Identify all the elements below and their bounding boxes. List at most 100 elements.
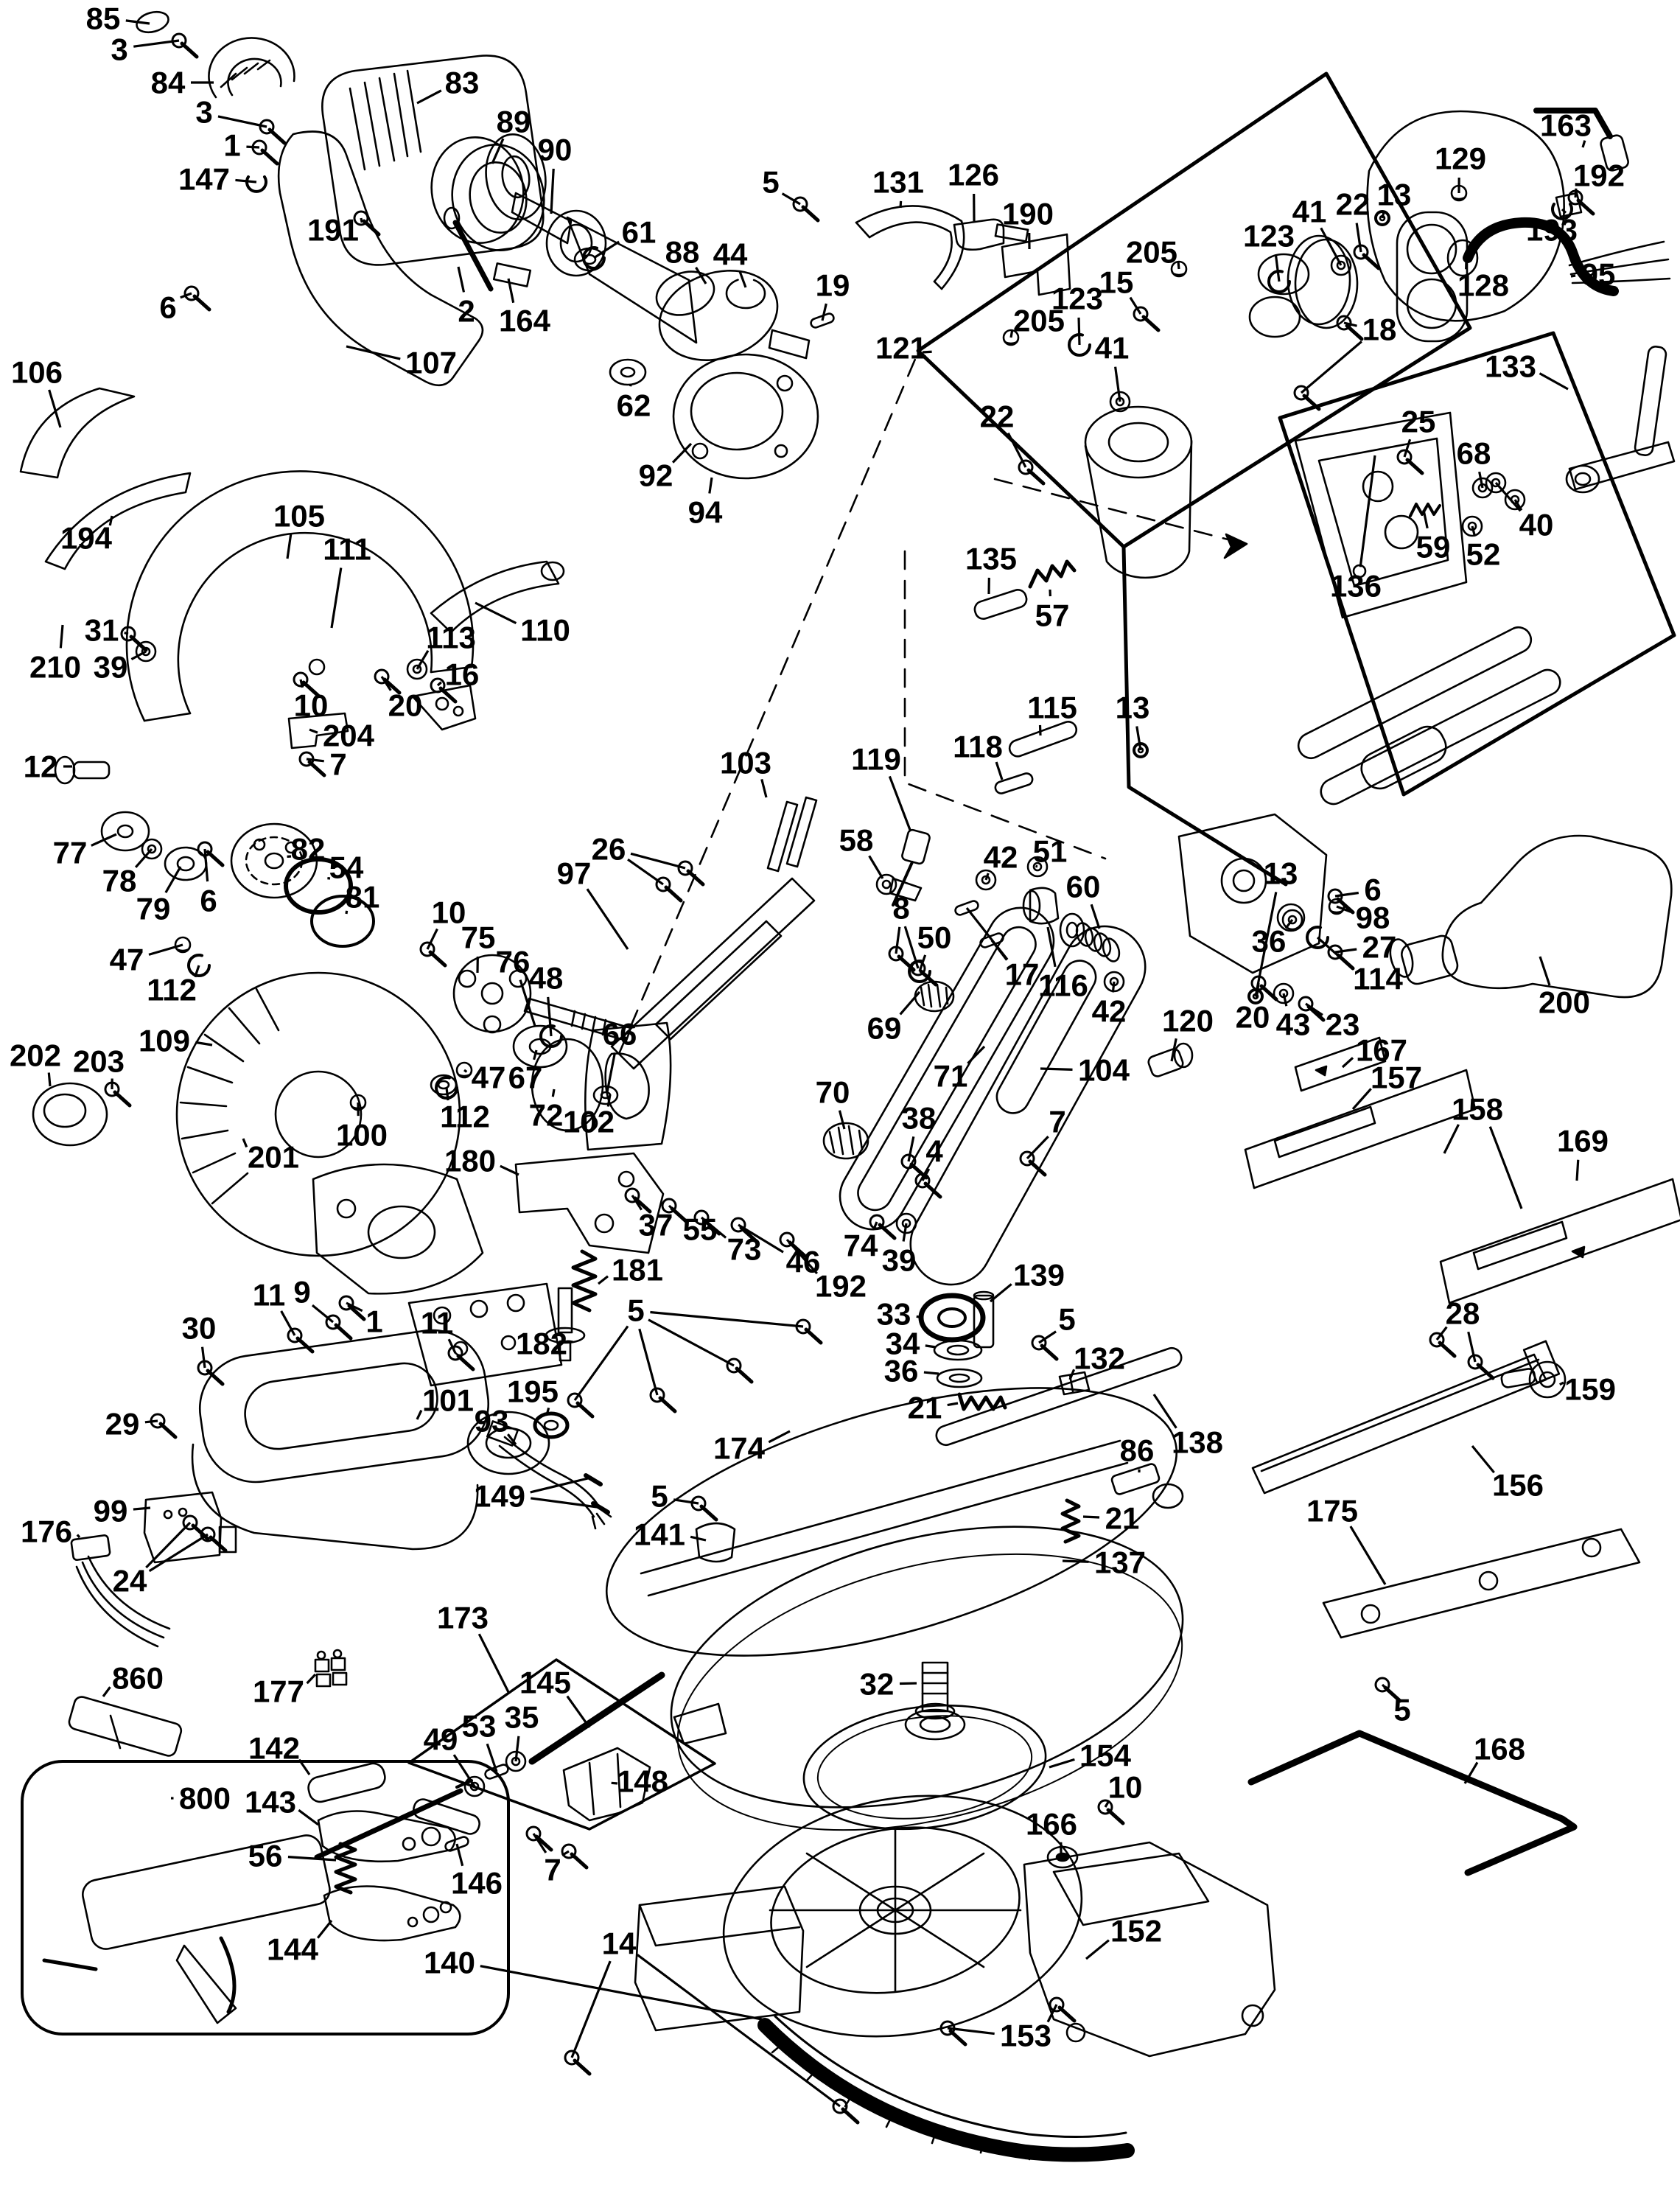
leader-149-135 xyxy=(530,1477,589,1494)
part-label-203: 203 xyxy=(73,1044,125,1079)
part-label-53: 53 xyxy=(462,1709,497,1744)
part-164-brush xyxy=(492,262,532,287)
part-label-114: 114 xyxy=(1353,962,1403,996)
leader-32-170 xyxy=(899,1682,917,1685)
part-81-ring xyxy=(310,895,375,948)
part-label-103: 103 xyxy=(720,746,771,780)
part-label-5: 5 xyxy=(1393,1693,1410,1727)
leader-168-177 xyxy=(1463,1761,1479,1784)
glyph-screw xyxy=(1097,1799,1125,1825)
part-label-26: 26 xyxy=(592,832,626,867)
part-label-25: 25 xyxy=(1401,405,1436,439)
glyph-screw xyxy=(1353,244,1381,270)
part-label-190: 190 xyxy=(1002,197,1054,231)
leader-105-50 xyxy=(286,534,293,559)
leader-lines xyxy=(47,19,1586,2108)
leader-5-143 xyxy=(573,1325,629,1401)
outline-rail-box xyxy=(1278,331,1676,797)
glyph-screw xyxy=(939,2020,967,2047)
part-label-13: 13 xyxy=(1377,178,1412,212)
part-label-139: 139 xyxy=(1013,1258,1065,1293)
glyph-ring xyxy=(187,954,211,977)
part-label-20: 20 xyxy=(1236,1000,1270,1035)
part-label-60: 60 xyxy=(1066,870,1101,904)
leader-97-75 xyxy=(586,888,629,950)
part-154-ring xyxy=(802,1704,1047,1831)
part-label-41: 41 xyxy=(1095,331,1130,366)
leader-173-160 xyxy=(477,1633,510,1693)
part-label-200: 200 xyxy=(1539,985,1590,1020)
leader-76-78 xyxy=(519,979,536,1027)
part-label-54: 54 xyxy=(329,850,364,885)
glyph-screw xyxy=(374,668,402,695)
part-label-58: 58 xyxy=(839,823,874,858)
glyph-screw xyxy=(649,1387,677,1413)
leader-60-107 xyxy=(1090,904,1101,929)
part-label-111: 111 xyxy=(323,532,371,567)
part-label-129: 129 xyxy=(1435,141,1486,176)
leader-132-129 xyxy=(1068,1369,1076,1380)
leader-158-182 xyxy=(1488,1126,1523,1209)
part-label-29: 29 xyxy=(105,1407,140,1442)
part-label-192: 192 xyxy=(1573,158,1625,193)
glyph-screw xyxy=(171,32,199,59)
glyph-screw xyxy=(690,1495,718,1522)
part-label-75: 75 xyxy=(461,920,496,955)
part-label-35: 35 xyxy=(505,1700,539,1735)
part-label-6: 6 xyxy=(200,884,217,918)
glyph-dome xyxy=(1328,898,1345,915)
part-label-182: 182 xyxy=(516,1327,567,1361)
glyph-screw xyxy=(624,1187,652,1214)
glyph-washer xyxy=(406,658,428,680)
part-label-69: 69 xyxy=(867,1011,902,1046)
part-158-fence xyxy=(1439,1178,1680,1304)
part-21-spring-a xyxy=(957,1392,1007,1411)
leader-181-142 xyxy=(598,1275,609,1285)
part-85-cap xyxy=(136,10,169,34)
leader-89-11 xyxy=(491,138,505,164)
part-71-belt xyxy=(839,906,1055,1231)
leader-11-145 xyxy=(280,1310,296,1336)
leader-10-76 xyxy=(426,928,438,950)
part-pivot-cylinder xyxy=(1084,405,1193,579)
leader-33-125 xyxy=(916,1315,923,1319)
part-101-carry-handle xyxy=(191,1282,563,1551)
part-label-135: 135 xyxy=(965,542,1017,576)
glyph-screw xyxy=(353,210,381,237)
glyph-screw xyxy=(726,1357,754,1384)
part-label-4: 4 xyxy=(925,1134,943,1169)
glyph-clip xyxy=(245,175,267,193)
part-label-82: 82 xyxy=(291,832,326,867)
part-201-lower-cover xyxy=(312,1163,484,1295)
part-label-72: 72 xyxy=(529,1098,564,1133)
glyph-screw xyxy=(655,876,683,903)
glyph-screw xyxy=(182,1514,210,1541)
part-181-spring xyxy=(571,1249,598,1313)
part-label-205: 205 xyxy=(1013,304,1065,338)
part-800-grease-gun-kit xyxy=(21,1760,510,2035)
part-label-73: 73 xyxy=(727,1232,762,1267)
part-label-57: 57 xyxy=(1035,598,1070,633)
part-label-79: 79 xyxy=(136,892,171,926)
part-89-field xyxy=(430,136,545,252)
leader-92-95 xyxy=(671,442,693,464)
part-label-59: 59 xyxy=(1416,530,1451,565)
leader-85-0 xyxy=(125,19,150,25)
glyph-screw xyxy=(1019,1150,1047,1177)
glyph-screw xyxy=(120,626,148,652)
part-label-10: 10 xyxy=(1108,1770,1143,1805)
leader-174-134 xyxy=(768,1430,791,1444)
part-label-147: 147 xyxy=(178,162,230,197)
part-159-knob xyxy=(1500,1360,1567,1399)
part-110-guard-link xyxy=(430,560,565,634)
part-label-142: 142 xyxy=(248,1731,300,1766)
part-label-44: 44 xyxy=(713,237,748,272)
parts-illustration xyxy=(19,10,1680,2162)
part-label-10: 10 xyxy=(432,895,466,930)
part-label-112: 112 xyxy=(440,1100,490,1134)
leader-153-175 xyxy=(947,2027,995,2035)
part-label-66: 66 xyxy=(603,1017,637,1052)
leader-25-42 xyxy=(1403,438,1412,458)
fastener-glyphs xyxy=(104,32,1595,2125)
part-36-washer-a xyxy=(936,1368,983,1388)
